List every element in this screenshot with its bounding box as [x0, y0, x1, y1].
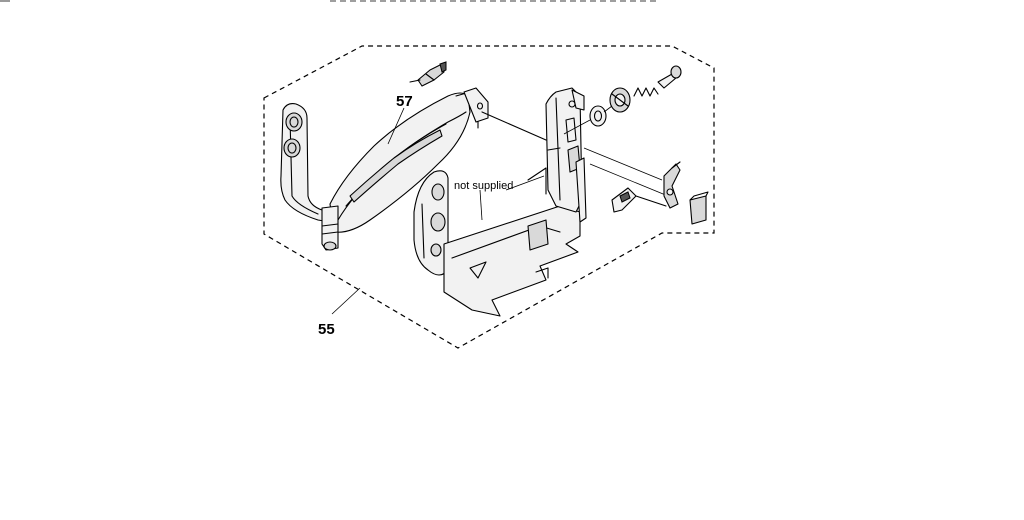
note-leader-lines — [479, 175, 545, 221]
leader-line-55 — [331, 287, 361, 315]
not-supplied-note: not supplied — [454, 180, 513, 192]
leader-line-57 — [387, 107, 405, 145]
callout-55: 55 — [318, 321, 335, 338]
callout-57: 57 — [396, 93, 413, 110]
assembly-boundary-outline — [263, 45, 715, 349]
arm-pad-assembly — [280, 87, 489, 251]
clip-fastener — [409, 61, 447, 87]
support-frame — [413, 87, 587, 317]
latch-lever-parts — [583, 147, 709, 225]
tension-knob-parts — [563, 65, 682, 135]
